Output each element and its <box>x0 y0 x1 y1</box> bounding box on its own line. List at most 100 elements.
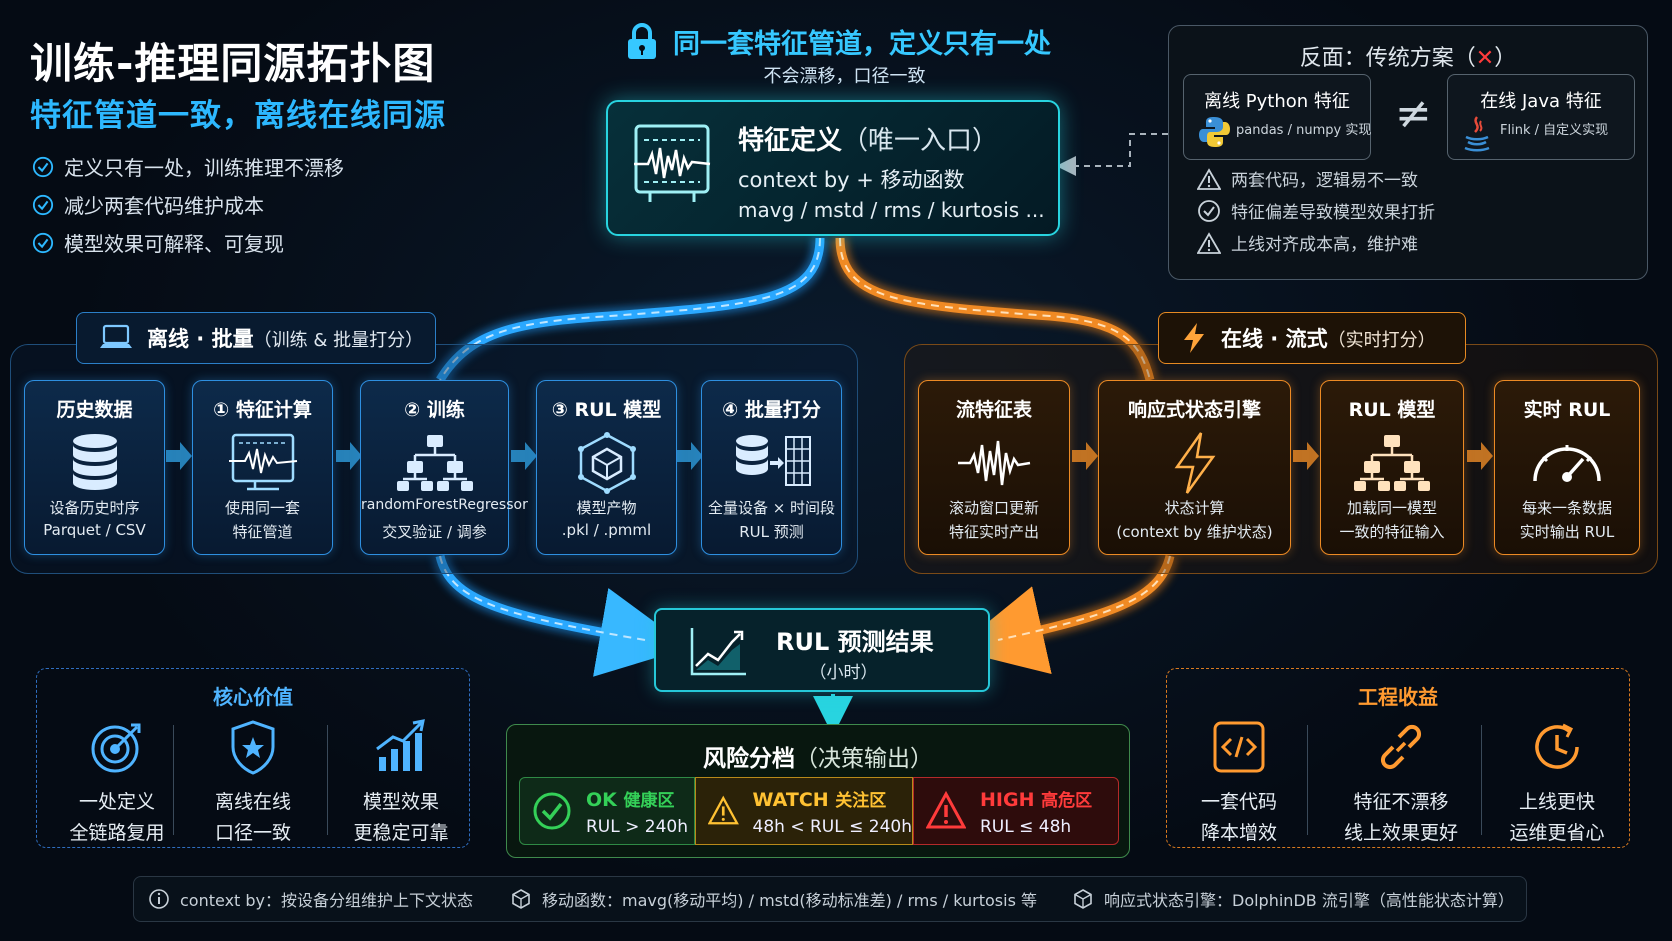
traditional-title-end: ） <box>1494 46 1517 71</box>
python-feature-title: 离线 Python 特征 <box>1204 91 1350 112</box>
card-desc-1: 状态计算 <box>1164 499 1225 517</box>
risk-watch-rule: 48h < RUL ≤ 240h <box>752 816 912 837</box>
bullet-text: 模型效果可解释、可复现 <box>64 232 284 256</box>
online-card-rul-model: RUL 模型 加载同一模型 一致的特征输入 <box>1320 380 1464 555</box>
cube-icon <box>512 889 530 909</box>
card-title: ④ 批量打分 <box>722 399 821 421</box>
online-header-note: （实时打分） <box>1327 330 1436 351</box>
risk-watch-name: 关注区 <box>835 790 887 811</box>
divider <box>1481 725 1482 835</box>
offline-header-note: （训练 & 批量打分） <box>253 330 424 351</box>
clock-icon <box>1535 723 1579 769</box>
offline-card-history: 历史数据 设备历史时序 Parquet / CSV <box>24 380 165 555</box>
feature-definition-box: 特征定义（唯一入口） context by + 移动函数 mavg / mstd… <box>606 100 1060 236</box>
bullet-3: 模型效果可解释、可复现 <box>32 228 284 257</box>
footer-note-text: 移动函数：mavg(移动平均) / mstd(移动标准差) / rms / ku… <box>542 891 1038 910</box>
cross-mark-icon: ✕ <box>1475 46 1495 71</box>
online-card-stream-feature: 流特征表 滚动窗口更新 特征实时产出 <box>918 380 1070 555</box>
traditional-issue-2: 特征偏差导致模型效果打折 <box>1197 198 1435 223</box>
top-headline-text: 同一套特征管道，定义只有一处 <box>673 29 1051 60</box>
card-desc-2: 实时输出 RUL <box>1519 523 1615 541</box>
risk-title-main: 风险分档 <box>703 746 795 772</box>
bullet-text: 减少两套代码维护成本 <box>64 194 264 218</box>
python-feature-box: 离线 Python 特征 pandas / numpy 实现 <box>1183 74 1371 160</box>
risk-tier-ok: OK 健康区 RUL > 240h <box>519 777 695 845</box>
waveform-monitor-icon <box>634 124 711 202</box>
rul-result-box: RUL 预测结果 （小时） <box>654 608 990 692</box>
online-card-reactive-engine: 响应式状态引擎 状态计算 (context by 维护状态) <box>1098 380 1291 555</box>
core-value-title: 核心价值 <box>213 685 293 709</box>
java-feature-title: 在线 Java 特征 <box>1480 91 1602 112</box>
core-value-item-2: 离线在线 口径一致 <box>183 719 323 845</box>
code-icon <box>1213 721 1265 773</box>
engineering-l2: 线上效果更好 <box>1343 822 1458 844</box>
engineering-item-2: 特征不漂移 线上效果更好 <box>1321 719 1481 845</box>
lock-icon <box>628 22 656 59</box>
risk-high-code: HIGH <box>980 788 1035 811</box>
connector-traditional-to-feature <box>1056 133 1168 176</box>
core-value-l2: 更稳定可靠 <box>353 822 449 844</box>
engineering-l1: 特征不漂移 <box>1353 791 1449 813</box>
traditional-issue-text: 上线对齐成本高，维护难 <box>1231 235 1418 255</box>
offline-card-feature-calc: ① 特征计算 使用同一套 特征管道 <box>192 380 333 555</box>
risk-watch-code: WATCH <box>752 788 829 811</box>
traditional-issue-3: 上线对齐成本高，维护难 <box>1197 230 1418 255</box>
java-feature-box: 在线 Java 特征 Flink / 自定义实现 <box>1447 74 1635 160</box>
core-value-item-1: 一处定义 全链路复用 <box>47 719 187 845</box>
card-desc-2: 特征管道 <box>232 523 293 541</box>
footer-note-text: 响应式状态引擎：DolphinDB 流引擎（高性能状态计算） <box>1104 891 1514 910</box>
feature-def-line1: context by + 移动函数 <box>738 168 965 192</box>
engineering-title: 工程收益 <box>1358 685 1438 709</box>
footer-note-engine: 响应式状态引擎：DolphinDB 流引擎（高性能状态计算） <box>1072 887 1514 911</box>
page-subtitle: 特征管道一致，离线在线同源 <box>30 98 446 134</box>
rul-result-title: RUL 预测结果 <box>776 628 934 656</box>
check-circle-icon <box>533 792 571 830</box>
card-title: 流特征表 <box>955 399 1032 421</box>
feature-def-line2: mavg / mstd / rms / kurtosis ... <box>738 198 1045 222</box>
waveform-icon <box>958 440 1031 486</box>
feature-def-title-main: 特征定义 <box>738 126 843 156</box>
card-desc-2: RUL 预测 <box>739 523 804 541</box>
card-desc-1: randomForestRegressor <box>361 497 528 513</box>
warning-icon <box>1197 167 1221 190</box>
core-value-l2: 全链路复用 <box>69 822 165 844</box>
risk-ok-label: OK 健康区 <box>586 786 688 811</box>
bullet-2: 减少两套代码维护成本 <box>32 190 264 219</box>
engineering-l2: 运维更省心 <box>1509 822 1605 844</box>
line-chart-icon <box>690 628 746 676</box>
check-circle-icon <box>32 194 54 215</box>
bar-growth-icon <box>376 719 425 771</box>
traditional-title: 反面：传统方案（✕） <box>1169 40 1647 72</box>
card-desc-2: Parquet / CSV <box>43 521 146 539</box>
java-logo-icon <box>1464 116 1490 152</box>
card-desc-1: 加载同一模型 <box>1346 499 1437 517</box>
traditional-approach-box: 反面：传统方案（✕） 离线 Python 特征 pandas / numpy 实… <box>1168 25 1648 280</box>
rul-result-unit: （小时） <box>809 663 878 683</box>
risk-title: 风险分档（决策输出） <box>507 739 1129 773</box>
engineering-l2: 降本增效 <box>1200 822 1277 844</box>
traditional-issue-text: 特征偏差导致模型效果打折 <box>1231 203 1435 223</box>
risk-high-label: HIGH 高危区 <box>980 786 1092 811</box>
top-headline: 同一套特征管道，定义只有一处 <box>625 22 1051 61</box>
online-section-header: 在线 · 流式（实时打分） <box>1158 312 1466 364</box>
risk-title-note: （决策输出） <box>795 746 933 772</box>
database-icon <box>72 434 117 490</box>
java-feature-sub: Flink / 自定义实现 <box>1500 123 1609 138</box>
core-value-l1: 离线在线 <box>214 791 291 813</box>
engineering-l1: 一套代码 <box>1200 791 1277 813</box>
divider <box>173 725 174 835</box>
lightning-icon <box>1184 323 1204 353</box>
card-title: 历史数据 <box>56 399 133 421</box>
risk-ok-rule: RUL > 240h <box>586 816 688 837</box>
divider <box>327 725 328 835</box>
card-desc-1: 每来一条数据 <box>1521 499 1612 517</box>
offline-card-batch-scoring: ④ 批量打分 全量设备 × 时间段 RUL 预测 <box>701 380 842 555</box>
core-value-l1: 一处定义 <box>78 791 155 813</box>
feature-def-title-note: （唯一入口） <box>842 126 999 156</box>
card-desc-2: 一致的特征输入 <box>1339 523 1445 541</box>
card-desc-1: 全量设备 × 时间段 <box>707 499 836 517</box>
card-title: ③ RUL 模型 <box>551 399 662 421</box>
card-desc-1: 使用同一套 <box>224 499 300 517</box>
